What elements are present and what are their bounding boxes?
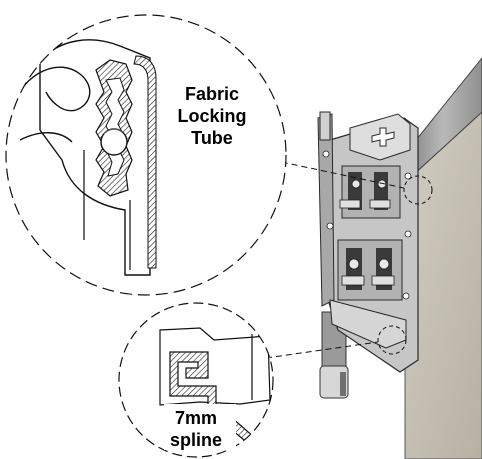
label-tube: Tube	[191, 128, 233, 148]
detail-callout-locking-tube: Fabric Locking Tube	[5, 14, 287, 296]
label-fabric: Fabric	[185, 84, 239, 104]
leader-line-top	[271, 159, 405, 189]
leader-line-bottom	[265, 341, 379, 359]
shade-assembly	[317, 57, 482, 459]
label-spline: spline	[170, 430, 222, 450]
detail-marker-bottom	[377, 325, 407, 355]
detail-marker-top	[403, 175, 433, 205]
detail-callout-spline: 7mm spline	[118, 302, 274, 458]
label-locking: Locking	[177, 106, 246, 126]
label-7mm: 7mm	[175, 408, 217, 428]
